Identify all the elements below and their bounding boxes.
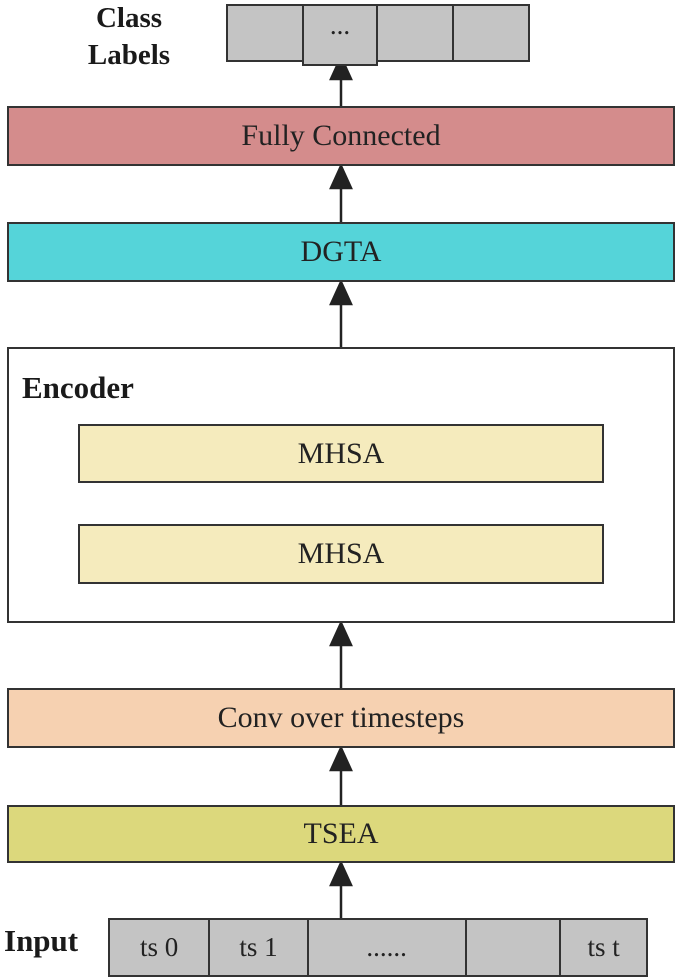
class-labels-title-line2: Labels [87,39,171,71]
input-cell [464,918,562,977]
input-cell: ts 1 [208,918,309,977]
mhsa-bottom-block: MHSA [78,524,604,584]
conv-over-timesteps-block: Conv over timesteps [7,688,675,748]
tsea-block: TSEA [7,805,675,863]
class-labels-title: Class Labels [70,0,188,74]
class-label-cell [226,4,304,62]
class-label-cell: ... [301,4,379,66]
fully-connected-block: Fully Connected [7,106,675,166]
class-labels-row: ... [226,4,530,66]
input-title: Input [4,923,79,958]
input-cell: ts 0 [108,918,211,977]
class-label-cell [452,4,530,62]
class-labels-title-line1: Class [95,2,163,34]
mhsa-top-block: MHSA [78,424,604,483]
encoder-title: Encoder [22,370,134,405]
class-label-cell [376,4,455,62]
input-row: ts 0 ts 1 ...... ts t [108,918,648,977]
input-cell: ...... [306,918,467,977]
input-cell: ts t [559,918,648,977]
dgta-block: DGTA [7,222,675,282]
